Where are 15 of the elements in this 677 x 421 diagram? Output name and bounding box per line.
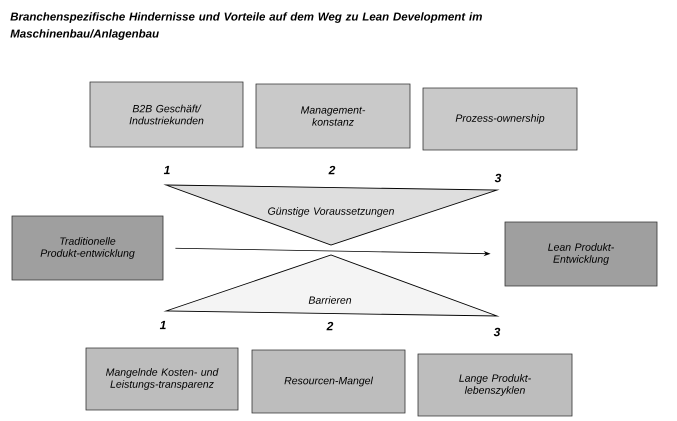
text-box: Management-konstanz: [256, 84, 410, 148]
number-label: 2: [328, 166, 336, 174]
text-box: Mangelnde Kosten- und Leistungs-transparenz: [86, 348, 238, 410]
number-label: 1: [160, 320, 166, 330]
text-box: Prozess-ownership: [422, 88, 578, 150]
text-box: Lean Produkt-Entwicklung: [504, 222, 658, 286]
number-label: 3: [494, 174, 502, 182]
number-label: 1: [164, 166, 170, 174]
text-box: Lange Produkt-lebenszyklen: [418, 354, 572, 416]
text-box: Resourcen-Mangel: [252, 350, 406, 414]
title: Branchenspezifische Hindernisse und Vorteile auf dem Weg zu Lean Development im Maschinenbau/Anlagenbau: [10, 12, 482, 40]
text-box: Traditionelle Produkt-entwicklung: [12, 216, 164, 280]
number-label: 2: [326, 322, 334, 330]
number-label: 3: [494, 328, 500, 336]
text-box: B2B Geschäft/ Industriekunden: [90, 82, 244, 148]
